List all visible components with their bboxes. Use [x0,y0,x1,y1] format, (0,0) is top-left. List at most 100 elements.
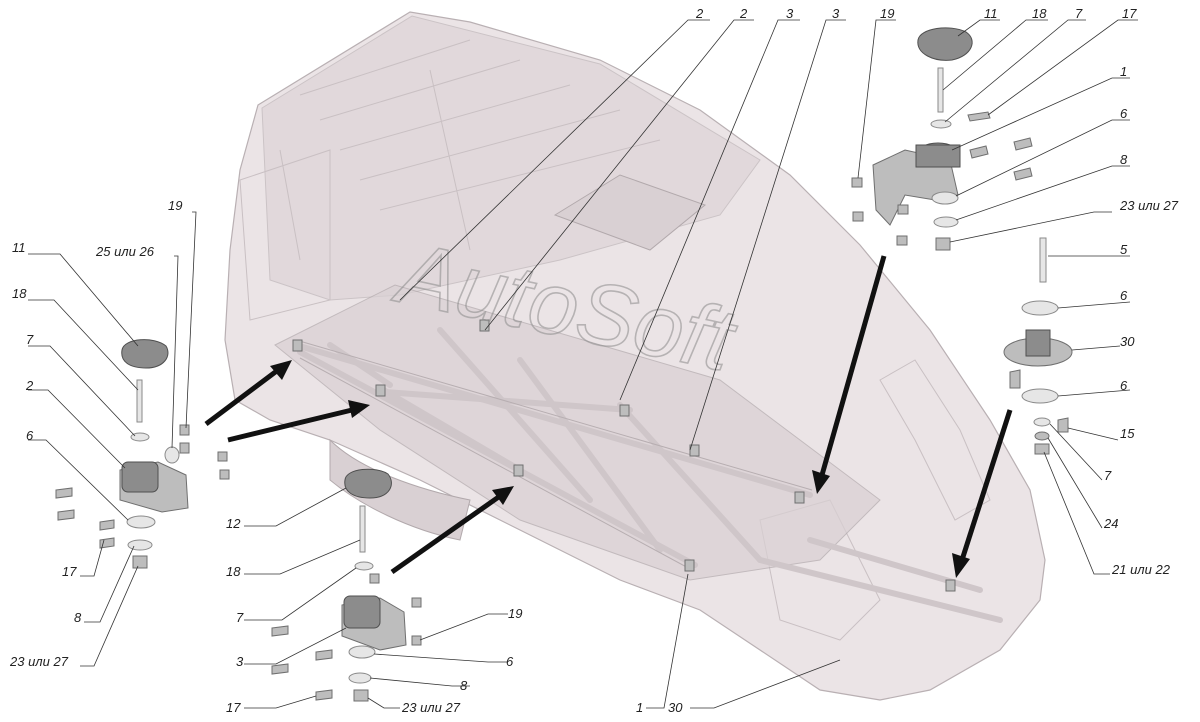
washer-8-bottom [348,672,372,684]
bolt-18-top [937,67,944,113]
leader-8-top [955,165,1130,221]
leader-11-left [28,253,139,347]
arrow-bottom-head [492,486,514,505]
leader-11-top [957,19,1000,37]
frame-mount-point-1 [292,339,303,352]
callout-30-r: 30 [1120,334,1135,349]
leader-8-bot [369,677,470,687]
leader-3b [689,19,846,451]
vehicle-body [224,11,1046,701]
callout-8-left: 8 [74,610,82,625]
callout-21-22: 21 или 22 [1111,562,1171,577]
nut-19-top-d [896,235,908,246]
leader-12 [244,487,347,527]
bolt-17-top-d [1013,167,1033,181]
callout-19-bot: 19 [508,606,522,621]
rubber-pad-11-top [917,27,973,61]
frame-mount-point-2 [375,384,386,397]
washer-7-r [1033,417,1051,427]
washer-6-bottom [348,645,376,659]
callout-6-left: 6 [26,428,34,443]
frame-mount-point-6 [945,579,956,592]
roof-ribs [279,39,661,261]
callout-7-r: 7 [1104,468,1112,483]
bolt-17-top-b [1013,137,1033,151]
arrow-right-head [952,553,970,578]
washer-6-left [126,515,156,529]
washer-6-r2 [1021,388,1059,404]
bolt-15-b [1057,417,1069,433]
frame-mount-point-4 [684,559,695,572]
washer-7-left [130,432,150,442]
leader-21-22 [1043,451,1110,575]
leader-1-top [951,77,1130,151]
arrow-top-right [819,255,887,476]
callout-3b: 3 [832,6,840,21]
leader-17-top [987,19,1138,116]
callout-11-top: 11 [984,6,998,21]
mount-30-right-core [1025,329,1051,357]
callout-1-bot: 1 [636,700,643,715]
callout-12: 12 [226,516,241,531]
leader-7-top [944,19,1086,123]
mount-assembly-right [1003,237,1073,455]
frame-outline [295,339,813,571]
leader-2b [484,19,754,331]
bolt-15-a [1009,369,1021,389]
leader-15 [1067,427,1119,441]
bolt-17-bottom-d [315,689,333,701]
floor-frame [292,319,1003,623]
callout-18-top: 18 [1032,6,1047,21]
bolt-17-left-a [55,487,73,499]
side-window-rear [239,149,331,321]
callout-19-top: 19 [880,6,894,21]
leader-6-r1 [1057,301,1131,309]
mount-assembly-top-right [851,27,1033,251]
washer-8-left [127,539,153,551]
nut-23-bottom [353,689,369,702]
nut-19-top-b [852,211,864,222]
leader-23-27-bot [367,697,400,709]
bolt-17-bottom-a [271,625,289,637]
wheel-arch [329,438,471,541]
callout-3-bot: 3 [236,654,244,669]
callout-7-top: 7 [1075,6,1083,21]
frame-mount-point-3 [513,464,524,477]
leader-3a [619,19,800,401]
nut-19-top-c [897,204,909,215]
leader-19-bot [419,613,508,641]
bolt-17-top-a [967,111,991,122]
leader-17-left [80,539,105,577]
callout-17-bot: 17 [226,700,241,715]
frame-crossmember-4 [617,402,763,563]
callout-23-27-top: 23 или 27 [1119,198,1179,213]
leader-18-bot [244,539,361,575]
leader-1-bot [646,573,689,709]
leader-6-bot [373,653,508,663]
windshield [879,359,991,521]
rubber-pad-12 [344,468,392,499]
frame-crossmember-1 [377,385,523,473]
arrow-top-right-head [812,470,830,494]
callout-15: 15 [1120,426,1135,441]
callout-25-26: 25 или 26 [95,244,155,259]
callout-30-bot: 30 [668,700,683,715]
callout-7-left: 7 [26,332,34,347]
callout-2b: 2 [739,6,748,21]
bolt-5 [1039,237,1047,283]
callout-labels: 2 2 3 3 19 11 18 7 17 1 6 8 23 или 27 5 … [9,6,1179,715]
leader-7-r [1049,423,1103,481]
frame-crossmember-2 [437,327,593,503]
nut-23-top [935,237,951,251]
arrow-left-upper [204,368,280,426]
leader-6-r2 [1057,389,1131,397]
nut-21-22 [1034,443,1050,455]
washer-6-top [931,191,959,205]
bolt-17-bottom-b [315,649,333,661]
washer-6-r1 [1021,300,1059,316]
callout-17-left: 17 [62,564,77,579]
callout-23-27-left: 23 или 27 [9,654,69,669]
pointer-arrows [204,255,1013,578]
